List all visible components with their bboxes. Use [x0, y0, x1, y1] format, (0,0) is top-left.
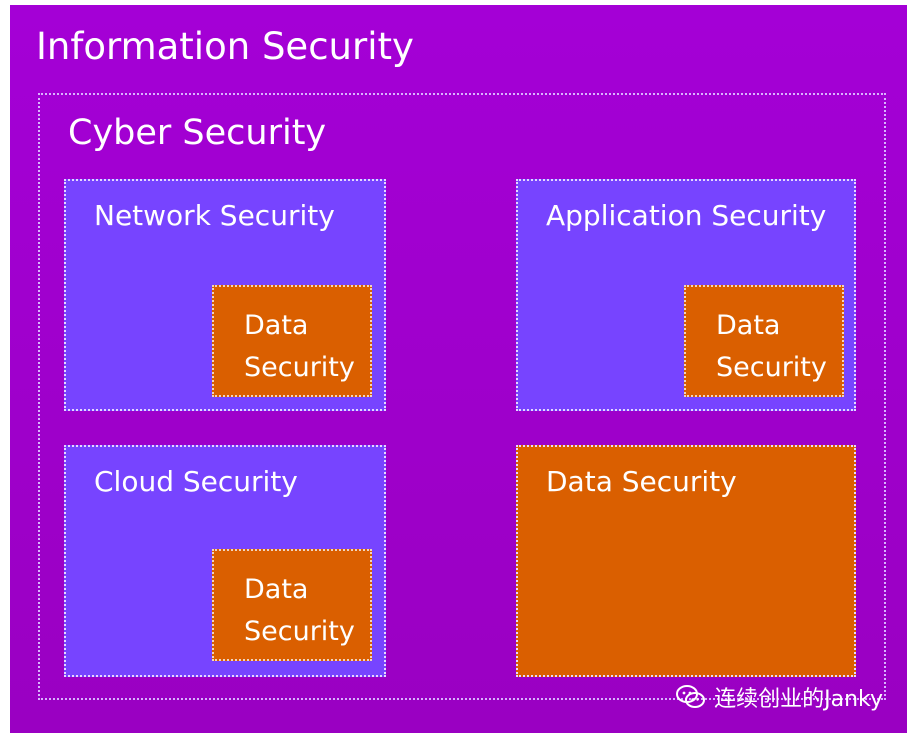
network-security-title: Network Security	[94, 199, 335, 232]
data-security-title: Data Security	[546, 465, 737, 498]
cyber-security-title: Cyber Security	[68, 113, 327, 153]
network-security-box: Network Security Data Security	[64, 179, 386, 411]
data-security-box: Data Security	[516, 445, 856, 677]
cloud-security-title: Cloud Security	[94, 465, 298, 498]
application-data-label-line2: Security	[716, 352, 827, 383]
application-security-box: Application Security Data Security	[516, 179, 856, 411]
information-security-box: Information Security Cyber Security Netw…	[10, 5, 907, 733]
cloud-security-box: Cloud Security Data Security	[64, 445, 386, 677]
watermark-text: 连续创业的Janky	[714, 687, 883, 712]
application-data-security-box: Data Security	[684, 285, 844, 397]
network-data-security-box: Data Security	[212, 285, 372, 397]
application-security-title: Application Security	[546, 199, 827, 232]
cyber-security-box: Cyber Security Network Security Data Sec…	[38, 93, 886, 700]
network-data-label-line2: Security	[244, 352, 355, 383]
watermark: 连续创业的Janky	[676, 681, 883, 713]
cloud-data-label-line2: Security	[244, 616, 355, 647]
cloud-data-label-line1: Data	[244, 574, 309, 605]
network-data-label-line1: Data	[244, 310, 309, 341]
application-data-label-line1: Data	[716, 310, 781, 341]
wechat-icon	[676, 685, 706, 708]
cloud-data-security-box: Data Security	[212, 549, 372, 661]
information-security-title: Information Security	[36, 25, 414, 68]
